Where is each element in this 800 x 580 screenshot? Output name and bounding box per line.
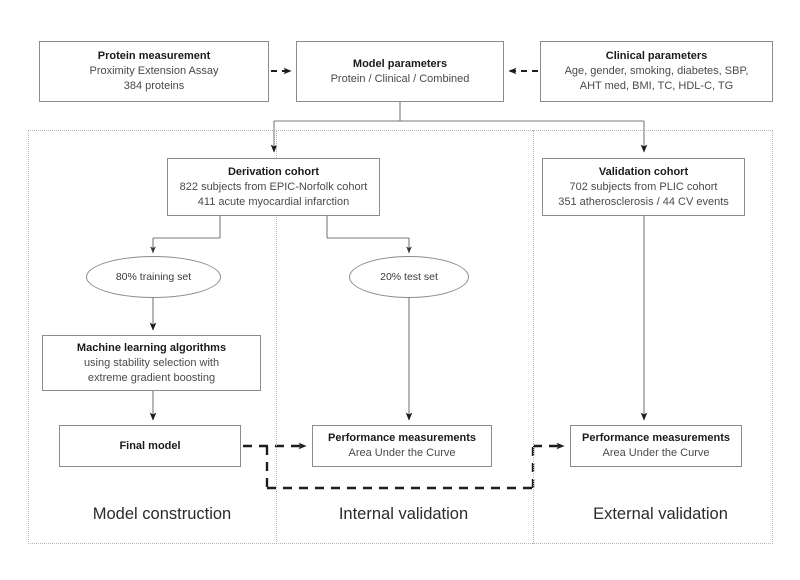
node-line-2: extreme gradient boosting — [87, 371, 216, 384]
node-line-1: Age, gender, smoking, diabetes, SBP, — [564, 65, 749, 77]
node-heading: Validation cohort — [598, 165, 689, 178]
region-label-model-construction: Model construction — [92, 505, 232, 523]
node-heading: Final model — [119, 439, 181, 452]
node-heading: Model parameters — [352, 57, 448, 70]
node-line-1: using stability selection with — [83, 356, 220, 369]
node-protein-measurement[interactable]: Protein measurement Proximity Extension … — [39, 41, 269, 102]
node-validation-cohort[interactable]: Validation cohort 702 subjects from PLIC… — [542, 158, 745, 216]
node-derivation-cohort[interactable]: Derivation cohort 822 subjects from EPIC… — [167, 158, 380, 216]
region-label-internal-validation: Internal validation — [338, 505, 469, 523]
node-label: 20% test set — [380, 271, 438, 283]
node-line-1: 702 subjects from PLIC cohort — [569, 180, 718, 193]
node-heading: Machine learning algorithms — [76, 341, 227, 354]
node-heading: Performance measurements — [582, 432, 730, 444]
node-line-1: Proximity Extension Assay — [89, 65, 219, 77]
node-line-2: AHT med, BMI, TC, HDL-C, TG — [579, 80, 734, 92]
node-heading: Derivation cohort — [227, 165, 320, 178]
region-divider-internal-external — [533, 130, 534, 544]
node-model-parameters[interactable]: Model parameters Protein / Clinical / Co… — [296, 41, 504, 102]
node-line-2: 351 atherosclerosis / 44 CV events — [558, 195, 729, 208]
node-line-2: 411 acute myocardial infarction — [197, 195, 350, 208]
region-divider-model-internal — [276, 130, 277, 544]
node-performance-external[interactable]: Performance measurements Area Under the … — [570, 425, 742, 467]
node-heading: Performance measurements — [328, 432, 476, 444]
node-line-1: Protein / Clinical / Combined — [330, 72, 470, 85]
node-test-set[interactable]: 20% test set — [349, 256, 469, 298]
node-final-model[interactable]: Final model — [59, 425, 241, 467]
node-line-2: 384 proteins — [123, 80, 185, 92]
node-line-1: 822 subjects from EPIC-Norfolk cohort — [179, 180, 368, 193]
node-clinical-parameters[interactable]: Clinical parameters Age, gender, smoking… — [540, 41, 773, 102]
region-label-external-validation: External validation — [593, 505, 728, 523]
node-line-1: Area Under the Curve — [348, 447, 456, 459]
node-label: 80% training set — [115, 271, 192, 283]
node-machine-learning-algorithms[interactable]: Machine learning algorithms using stabil… — [42, 335, 261, 391]
node-training-set[interactable]: 80% training set — [86, 256, 221, 298]
node-heading: Clinical parameters — [605, 50, 708, 62]
validation-regions-panel — [28, 130, 773, 544]
node-heading: Protein measurement — [97, 50, 211, 62]
node-line-1: Area Under the Curve — [602, 447, 710, 459]
node-performance-internal[interactable]: Performance measurements Area Under the … — [312, 425, 492, 467]
